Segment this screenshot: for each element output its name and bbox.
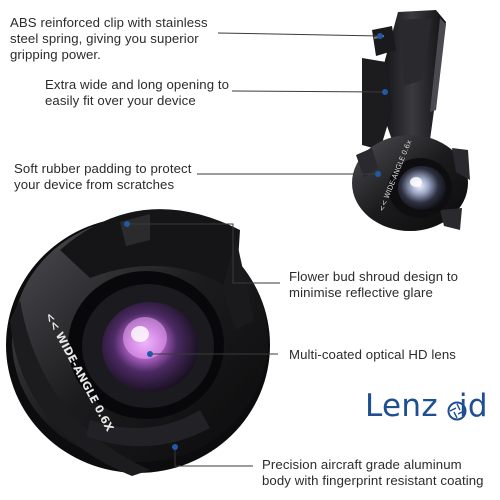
leader-line-clip xyxy=(217,32,381,37)
callout-opening-line-2: easily fit over your device xyxy=(45,93,196,108)
callout-dot-opening xyxy=(382,89,388,95)
callout-body-line-1: Precision aircraft grade aluminum xyxy=(262,457,462,472)
callout-lines xyxy=(127,32,386,467)
brand-logo-prefix: Lenz xyxy=(365,388,438,424)
clip-body xyxy=(362,10,446,150)
callout-clip-line-1: ABS reinforced clip with stainless xyxy=(10,15,208,30)
callout-dot-glass xyxy=(147,351,153,357)
callout-dot-shroud xyxy=(124,221,130,227)
callout-clip-line-2: steel spring, giving you superior xyxy=(10,31,199,46)
callout-padding-line-2: your device from scratches xyxy=(14,177,175,192)
callout-glass-line-1: Multi-coated optical HD lens xyxy=(289,347,456,362)
callout-shroud: Flower bud shroud design to minimise ref… xyxy=(289,269,458,301)
big-lens: << WIDE-ANGLE 0.6X xyxy=(6,209,270,476)
callout-clip-line-3: gripping power. xyxy=(10,47,101,62)
callout-body: Precision aircraft grade aluminum body w… xyxy=(262,457,484,489)
callout-shroud-line-1: Flower bud shroud design to xyxy=(289,269,459,284)
callout-padding-line-1: Soft rubber padding to protect xyxy=(14,161,192,176)
callout-shroud-line-2: minimise reflective glare xyxy=(289,285,433,300)
callout-opening-line-1: Extra wide and long opening to xyxy=(45,77,230,92)
callout-dot-padding xyxy=(375,171,381,177)
leader-line-body xyxy=(174,447,253,467)
small-lens: << WIDE-ANGLE 0.6x xyxy=(352,135,470,231)
callout-padding: Soft rubber padding to protect your devi… xyxy=(14,161,191,193)
callout-dot-body xyxy=(172,444,178,450)
callout-dot-clip xyxy=(377,33,383,39)
callout-clip: ABS reinforced clip with stainless steel… xyxy=(10,15,208,63)
callout-body-line-2: body with fingerprint resistant coating xyxy=(262,473,484,488)
callout-dots xyxy=(124,33,388,450)
leader-line-shroud xyxy=(127,223,280,284)
callout-opening: Extra wide and long opening to easily fi… xyxy=(45,77,229,109)
callout-glass: Multi-coated optical HD lens xyxy=(289,347,456,363)
leader-line-opening xyxy=(231,90,386,93)
aperture-icon xyxy=(447,401,467,421)
